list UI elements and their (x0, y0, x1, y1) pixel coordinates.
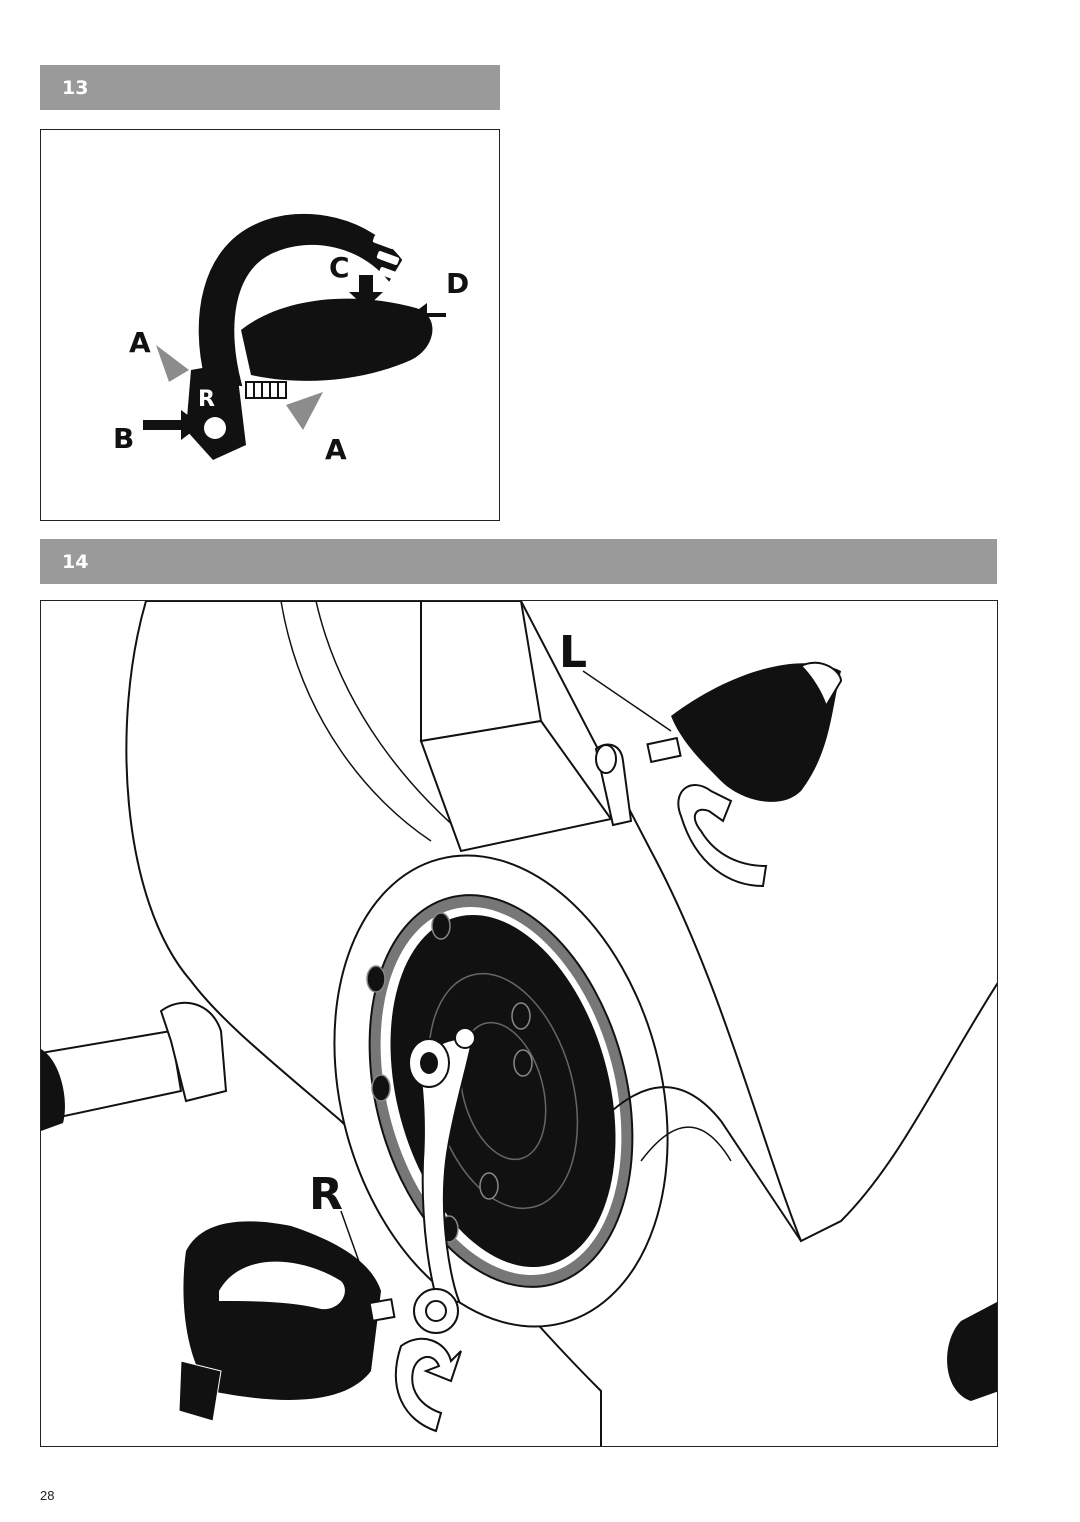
left-pedal-axle (646, 736, 682, 764)
step-13-header: 13 (40, 65, 500, 110)
rotation-arrow-right (395, 1337, 462, 1433)
pedal-r-mark: R (198, 387, 215, 412)
label-a-bottom: A (325, 433, 347, 466)
label-l: L (559, 627, 587, 678)
arrow-a-bottom (286, 392, 323, 430)
arrow-b (143, 410, 201, 440)
pedal-body (241, 298, 433, 381)
label-r: R (309, 1169, 343, 1220)
step-14-illustration: L R (40, 600, 998, 1447)
plate-hole (204, 417, 226, 439)
crank-pedal-drawing: L R (41, 601, 997, 1446)
frame-right-curve (600, 1086, 802, 1242)
hub-disc (390, 914, 616, 1268)
arrow-c (349, 275, 383, 308)
step-13-illustration: R A A B C D (40, 129, 500, 521)
page-number: 28 (40, 1488, 55, 1503)
rotation-arrow-left (677, 784, 768, 888)
frame-boss (159, 1001, 228, 1103)
step-13-number: 13 (62, 76, 89, 99)
pedal-strap-drawing: R A A B C D (113, 213, 469, 466)
left-pedal (671, 663, 841, 802)
label-c: C (329, 251, 350, 284)
frame-foot-right (947, 1302, 997, 1401)
step-14-number: 14 (62, 550, 89, 573)
right-pedal (183, 1221, 381, 1400)
strap-holes (372, 235, 402, 281)
leader-line-r (340, 1210, 374, 1302)
upright-post (420, 601, 543, 743)
arrow-d (411, 303, 446, 327)
pedal-axle (245, 381, 287, 399)
hub-bolt-holes (366, 912, 533, 1243)
right-pedal-axle (368, 1298, 396, 1322)
leader-line-l (582, 670, 672, 732)
frame-tube-left (41, 1029, 183, 1123)
label-a-top: A (129, 326, 151, 359)
tube-end-cap (41, 1049, 65, 1131)
label-d: D (446, 267, 469, 300)
frame-edge-line (280, 601, 432, 842)
step-14-header: 14 (40, 539, 997, 584)
arrow-a-top (156, 345, 189, 382)
pedal-side-plate (186, 362, 246, 460)
label-b: B (113, 422, 134, 455)
frame-edge-line (315, 601, 472, 842)
pedal-strap (198, 213, 403, 387)
